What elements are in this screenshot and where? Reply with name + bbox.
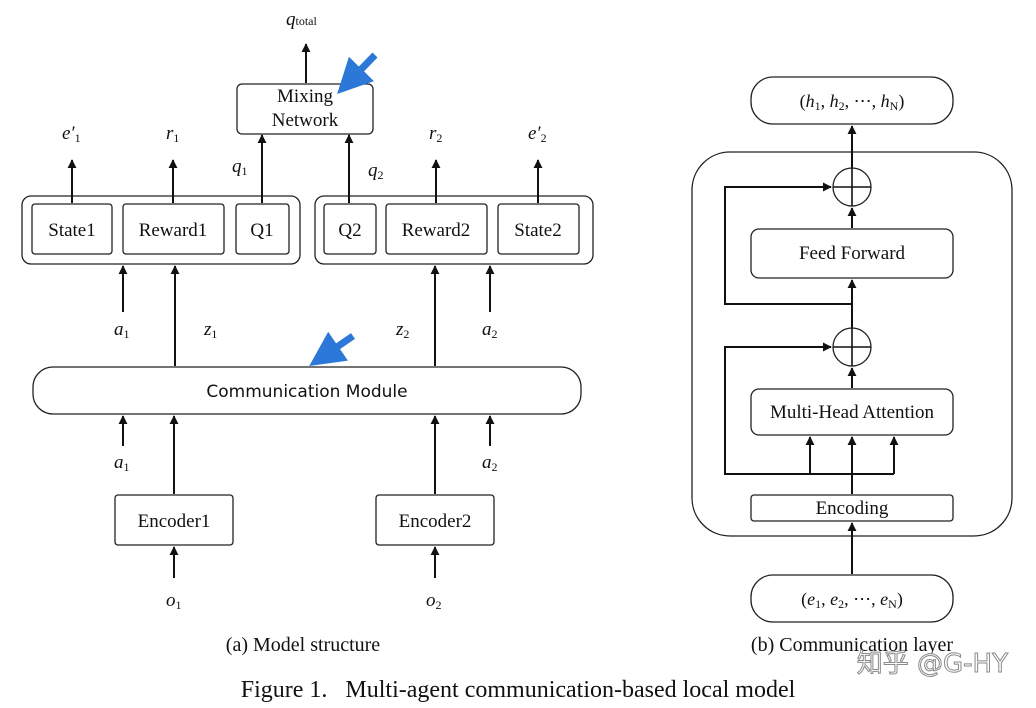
- q2-var-label: q2: [368, 160, 384, 182]
- state2-box: [497, 203, 580, 255]
- a1-bottom-label: a1: [114, 452, 130, 474]
- q2-box: [323, 203, 377, 255]
- r1-label: r1: [166, 123, 179, 145]
- a1-top-label: a1: [114, 319, 130, 341]
- encoding-label: Encoding: [816, 498, 889, 519]
- feed-forward-box: [750, 228, 954, 279]
- q1-box: [235, 203, 290, 255]
- r2-label: r2: [429, 123, 442, 145]
- encoder1-label: Encoder1: [138, 511, 211, 532]
- communication-module-box: [32, 366, 582, 415]
- feed-forward-label: Feed Forward: [799, 243, 906, 264]
- state2-label: State2: [514, 220, 562, 241]
- a2-bottom-label: a2: [482, 452, 498, 474]
- output-vector-box: [750, 76, 954, 125]
- z2-label: z2: [395, 319, 409, 341]
- state1-label: State1: [48, 220, 96, 241]
- z1-label: z1: [203, 319, 217, 341]
- highlight-arrow-comm: [309, 331, 355, 366]
- panel-b: (h1, h2, ⋯, hN) Feed Forward Multi-Head …: [691, 76, 1013, 656]
- multi-head-attention-label: Multi-Head Attention: [770, 402, 935, 423]
- q2-label: Q2: [338, 220, 361, 241]
- a2-top-label: a2: [482, 319, 498, 341]
- mixing-network-line2: Network: [272, 110, 339, 131]
- input-vector-label: (e1, e2, ⋯, eN): [801, 589, 903, 611]
- residual-top: [724, 182, 852, 305]
- mixing-network-line1: Mixing: [277, 86, 333, 107]
- reward1-label: Reward1: [139, 220, 208, 241]
- q-total-label: qtotal: [286, 9, 317, 30]
- encoding-box: [750, 494, 954, 522]
- reward2-label: Reward2: [402, 220, 471, 241]
- residual-bottom: [724, 342, 852, 475]
- q1-var-label: q1: [232, 156, 248, 178]
- panel-b-caption: (b) Communication layer: [751, 634, 954, 656]
- state1-box: [31, 203, 113, 255]
- figure-caption: Figure 1. Multi-agent communication-base…: [241, 677, 796, 703]
- reward1-box: [122, 203, 225, 255]
- watermark: 知乎 @G-HY: [857, 649, 1008, 679]
- panel-a: qtotal Mixing Network State1 Reward1 Q1 …: [21, 9, 594, 656]
- communication-module-label: Communication Module: [206, 382, 407, 402]
- encoder2-label: Encoder2: [399, 511, 472, 532]
- panel-a-caption: (a) Model structure: [226, 634, 381, 656]
- encoder1-box: [114, 494, 234, 546]
- highlight-arrow-mixing: [337, 52, 378, 95]
- e-prime-1-label: e′1: [62, 123, 81, 145]
- q1-label: Q1: [250, 220, 273, 241]
- input-vector-box: [750, 574, 954, 623]
- e-prime-2-label: e′2: [528, 123, 547, 145]
- multi-head-attention-box: [750, 388, 954, 436]
- o1-label: o1: [166, 590, 182, 612]
- o2-label: o2: [426, 590, 442, 612]
- reward2-box: [385, 203, 488, 255]
- output-vector-label: (h1, h2, ⋯, hN): [800, 91, 905, 113]
- mixing-network-box: [236, 83, 374, 135]
- encoder2-box: [375, 494, 495, 546]
